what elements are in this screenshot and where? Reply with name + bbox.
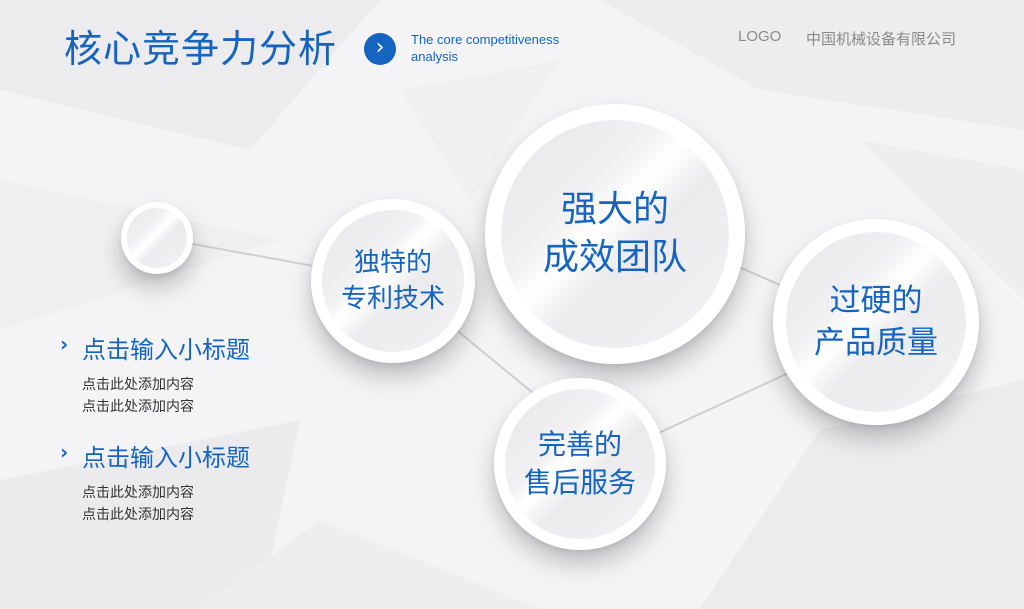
item-heading[interactable]: 点击输入小标题: [82, 336, 250, 364]
item-body-line: 点击此处添加内容: [82, 399, 194, 415]
circle-effective-team: 强大的 成效团队: [485, 104, 745, 364]
chevron-right-icon: ›: [60, 332, 69, 356]
circle-label-line1: 完善的: [537, 428, 622, 461]
subtitle-line-1: The core competitiveness: [411, 32, 560, 47]
circle-label-line1: 独特的: [353, 248, 432, 278]
circle-product-quality: 过硬的 产品质量: [773, 219, 979, 425]
item-body-line: 点击此处添加内容: [82, 377, 194, 393]
page-title: 核心竞争力分析: [64, 27, 338, 71]
circle-after-sales-service: 完善的 售后服务: [494, 378, 666, 550]
chevron-right-circle-icon: ›: [364, 33, 396, 65]
item-body-line: 点击此处添加内容: [82, 507, 194, 523]
decorative-circle: [121, 202, 193, 274]
item-body[interactable]: 点击此处添加内容 点击此处添加内容: [82, 374, 194, 418]
circle-label-line1: 过硬的: [829, 283, 923, 319]
circle-patent-technology: 独特的 专利技术: [311, 199, 475, 363]
circle-label-line2: 成效团队: [542, 237, 687, 278]
subtitle-line-2: analysis: [411, 49, 458, 64]
logo-text: LOGO: [738, 28, 782, 45]
circle-face: 完善的 售后服务: [505, 389, 655, 539]
circle-label-line1: 强大的: [560, 189, 669, 230]
circle-face: 过硬的 产品质量: [786, 232, 966, 412]
company-name: 中国机械设备有限公司: [806, 30, 957, 48]
chevron-right-icon: ›: [60, 440, 69, 464]
item-body-line: 点击此处添加内容: [82, 485, 194, 501]
item-heading[interactable]: 点击输入小标题: [82, 444, 250, 472]
circle-face: 强大的 成效团队: [501, 120, 729, 348]
circle-label-line2: 产品质量: [814, 325, 938, 361]
circle-label-line2: 专利技术: [340, 284, 445, 314]
page-subtitle: The core competitiveness analysis: [411, 31, 601, 65]
item-body[interactable]: 点击此处添加内容 点击此处添加内容: [82, 482, 194, 526]
decorative-circle-face: [127, 208, 187, 268]
circle-label-line2: 售后服务: [523, 466, 636, 499]
circle-face: 独特的 专利技术: [322, 210, 464, 352]
